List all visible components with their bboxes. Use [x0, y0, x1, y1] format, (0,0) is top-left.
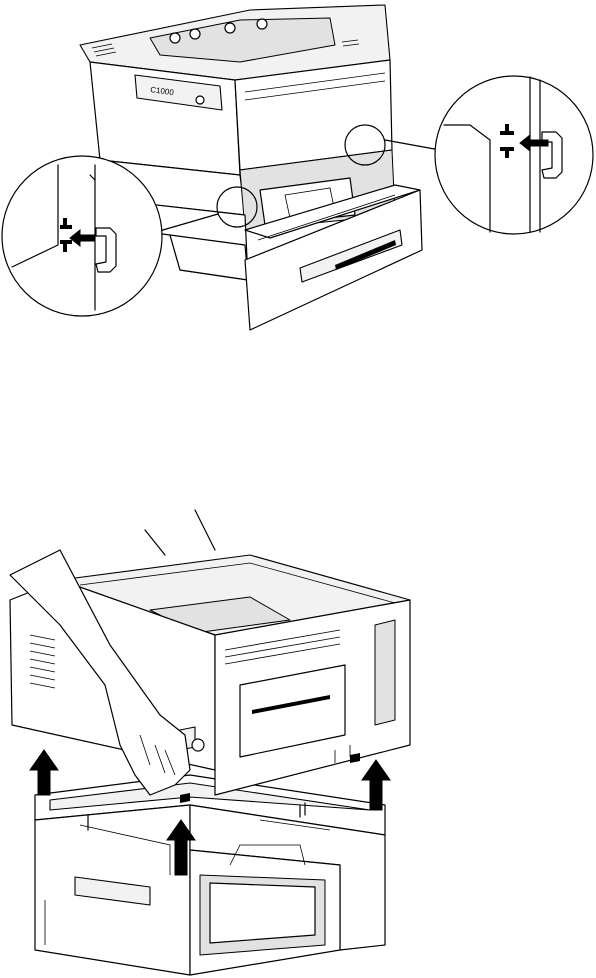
optional-tray-unit [35, 775, 385, 975]
lift-printer-figure [0, 505, 596, 978]
lock-clip-illustration: C1000 [0, 0, 596, 340]
lift-arrow-left [30, 750, 58, 795]
lift-printer-illustration [0, 505, 596, 978]
lock-clip-installation-figure: C1000 [0, 0, 596, 340]
